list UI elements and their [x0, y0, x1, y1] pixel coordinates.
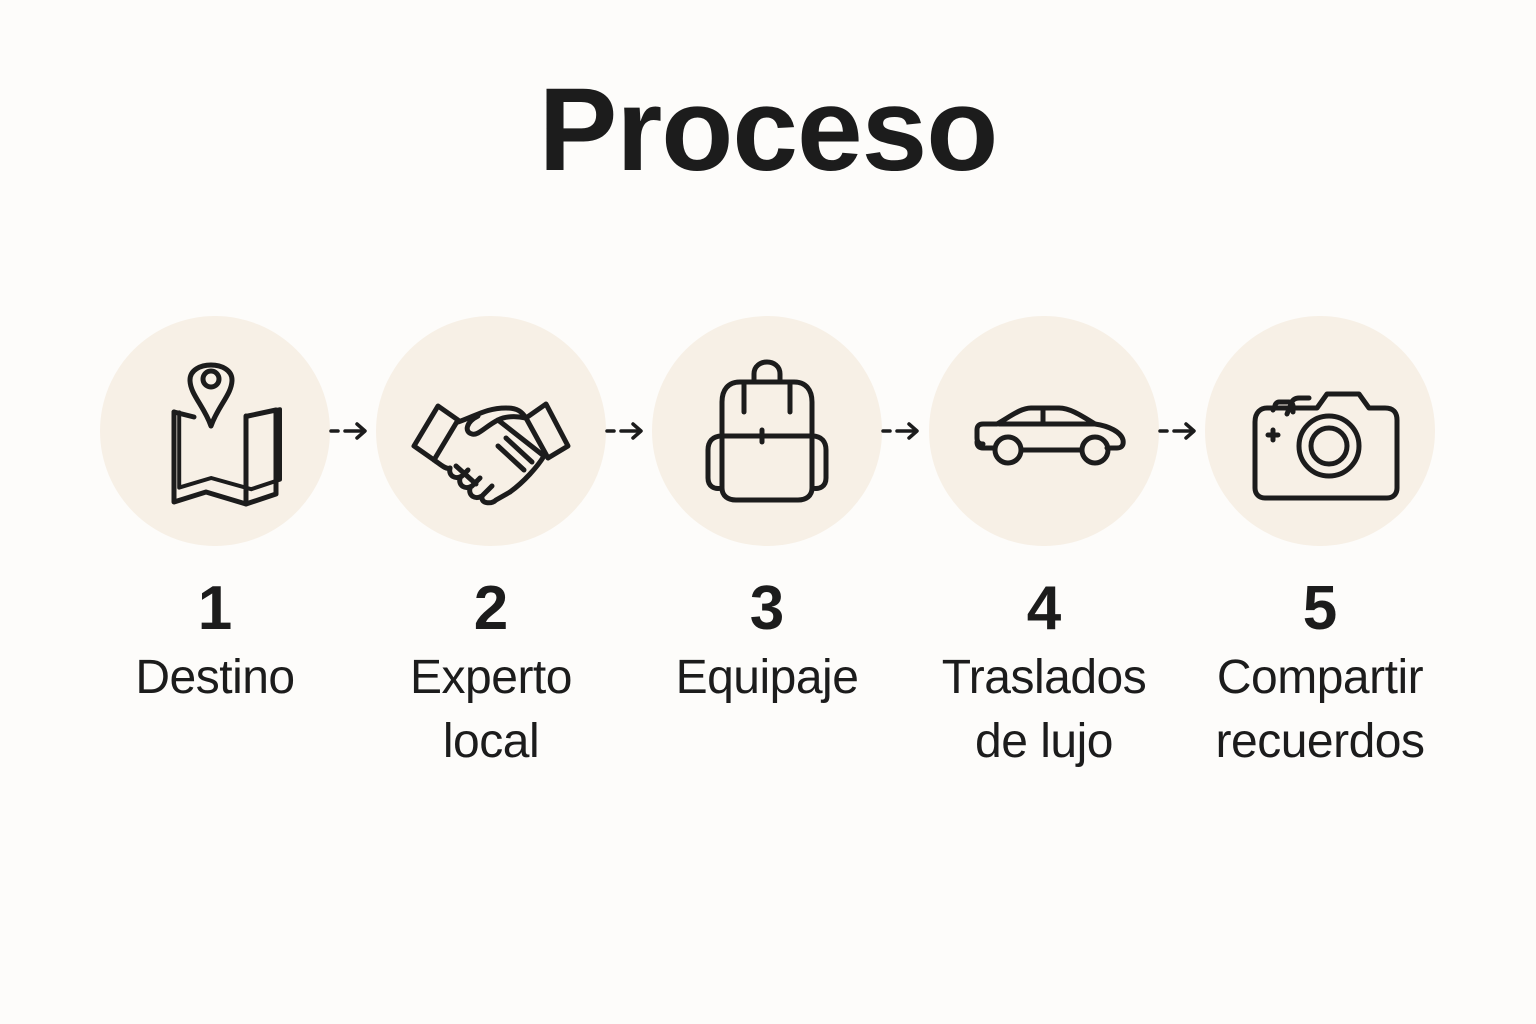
- step-number: 2: [473, 574, 509, 643]
- step-3: 3 Equipaje: [652, 316, 882, 710]
- step-2: 2 Experto local: [376, 316, 606, 774]
- step-label: Destino: [135, 651, 295, 704]
- step-circle: [652, 316, 882, 546]
- step-circle: [376, 316, 606, 546]
- step-number: 5: [1302, 574, 1338, 643]
- step-circle: [1205, 316, 1435, 546]
- step-label: Equipaje: [675, 651, 859, 704]
- step-number: 4: [1026, 574, 1062, 643]
- step-label: Traslados de lujo: [941, 651, 1147, 768]
- step-circle: [929, 316, 1159, 546]
- dashed-arrow-icon: [605, 422, 643, 440]
- car-icon: [974, 405, 1126, 466]
- map-pin-icon: [171, 362, 283, 507]
- handshake-icon: [411, 401, 571, 506]
- step-1: 1 Destino: [100, 316, 330, 710]
- step-5: 5 Compartir recuerdos: [1205, 316, 1435, 774]
- dashed-arrow-icon: [881, 422, 919, 440]
- step-number: 3: [749, 574, 785, 643]
- backpack-icon: [705, 359, 829, 503]
- dashed-arrow-icon: [1158, 422, 1196, 440]
- step-label: Experto local: [410, 651, 572, 768]
- camera-icon: [1252, 391, 1400, 501]
- step-label: Compartir recuerdos: [1215, 651, 1425, 768]
- page-title: Proceso: [538, 64, 999, 196]
- step-number: 1: [197, 574, 233, 643]
- dashed-arrow-icon: [329, 422, 367, 440]
- step-4: 4 Traslados de lujo: [929, 316, 1159, 774]
- step-circle: [100, 316, 330, 546]
